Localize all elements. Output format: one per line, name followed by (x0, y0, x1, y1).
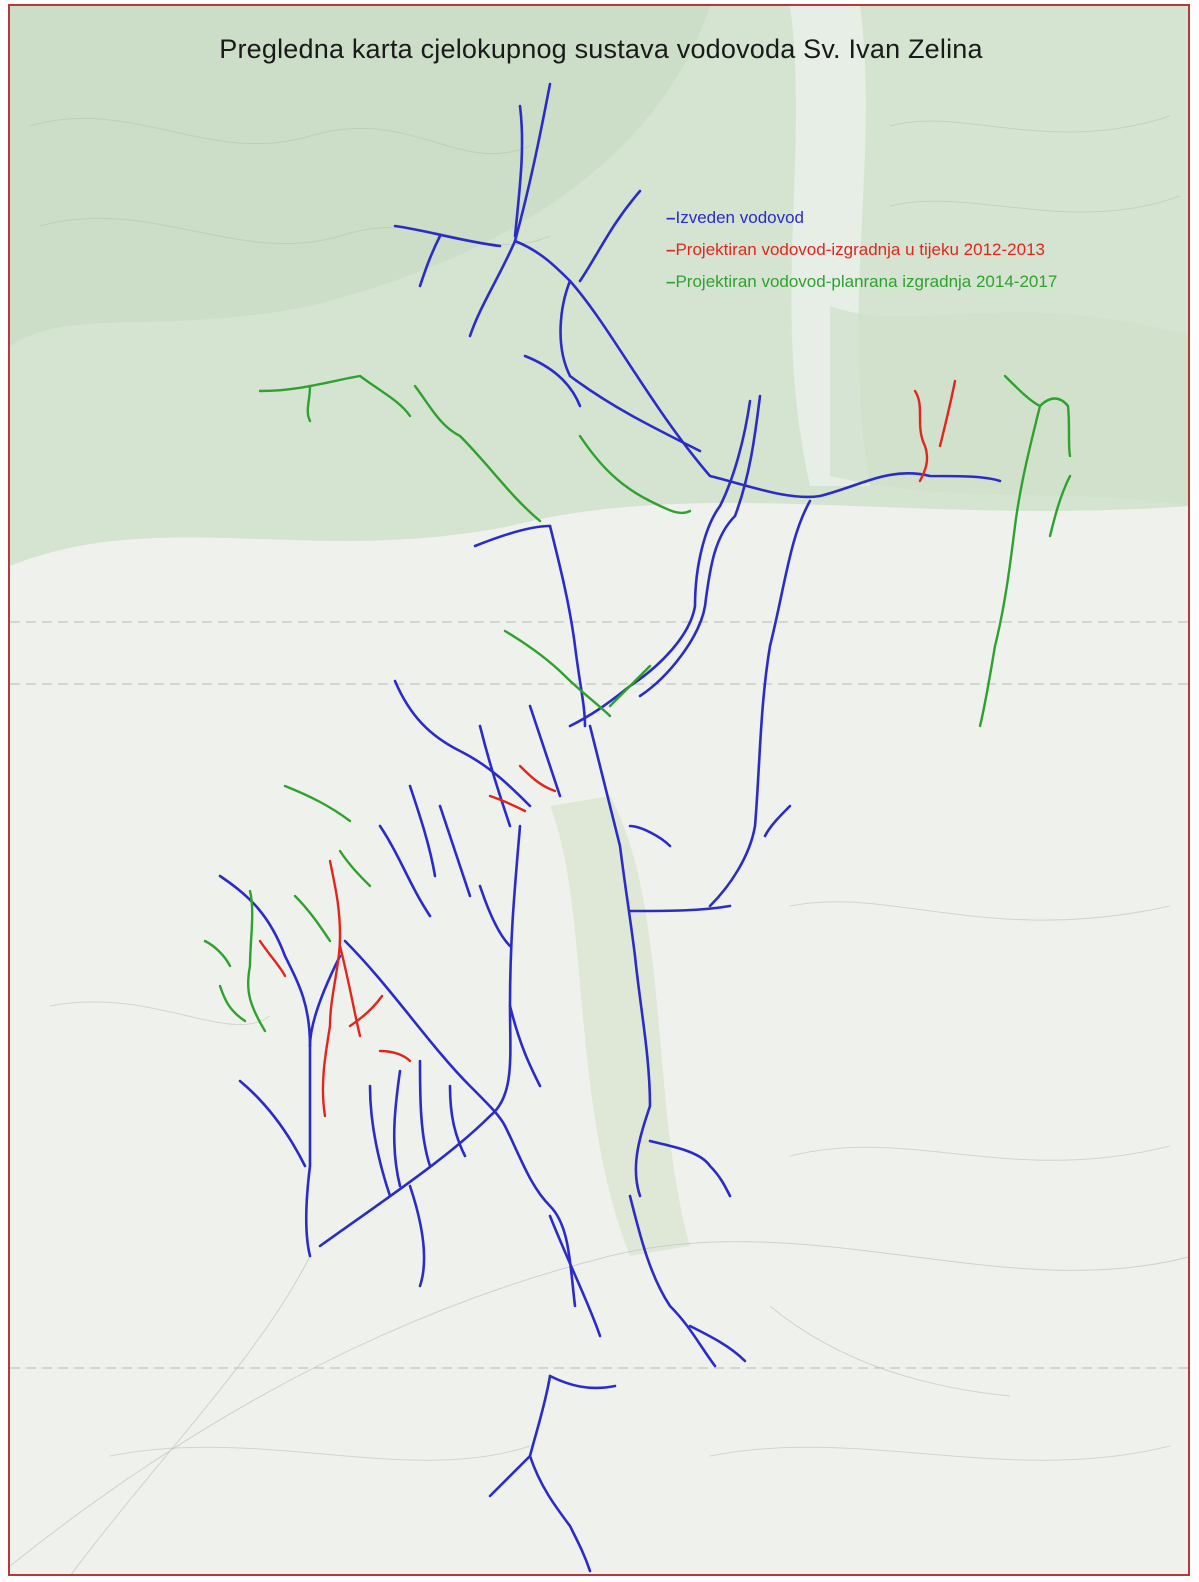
network-in-construction (258, 379, 957, 1118)
network-built (218, 82, 1002, 1573)
legend-item-in-construction: –Projektiran vodovod-izgradnja u tijeku … (666, 234, 1057, 266)
legend-line-in-construction: – (666, 240, 676, 259)
map-frame: Pregledna karta cjelokupnog sustava vodo… (8, 4, 1190, 1576)
network-planned (203, 374, 1072, 1033)
legend: –Izveden vodovod –Projektiran vodovod-iz… (666, 202, 1057, 298)
contour-lines (29, 115, 1181, 1461)
map-canvas (10, 6, 1188, 1574)
legend-line-built: – (666, 208, 676, 227)
legend-label-built: Izveden vodovod (675, 208, 805, 227)
legend-item-built: –Izveden vodovod (666, 202, 1057, 234)
roads (10, 1241, 1188, 1574)
map-title: Pregledna karta cjelokupnog sustava vodo… (219, 34, 983, 64)
terrain-hills-dark (10, 6, 710, 346)
legend-line-planned: – (666, 272, 676, 291)
terrain-east-hills (830, 306, 1188, 506)
map-grid (10, 621, 1188, 1369)
legend-item-planned: –Projektiran vodovod-planrana izgradnja … (666, 266, 1057, 298)
legend-label-in-construction: Projektiran vodovod-izgradnja u tijeku 2… (675, 240, 1045, 259)
legend-label-planned: Projektiran vodovod-planrana izgradnja 2… (675, 272, 1058, 291)
